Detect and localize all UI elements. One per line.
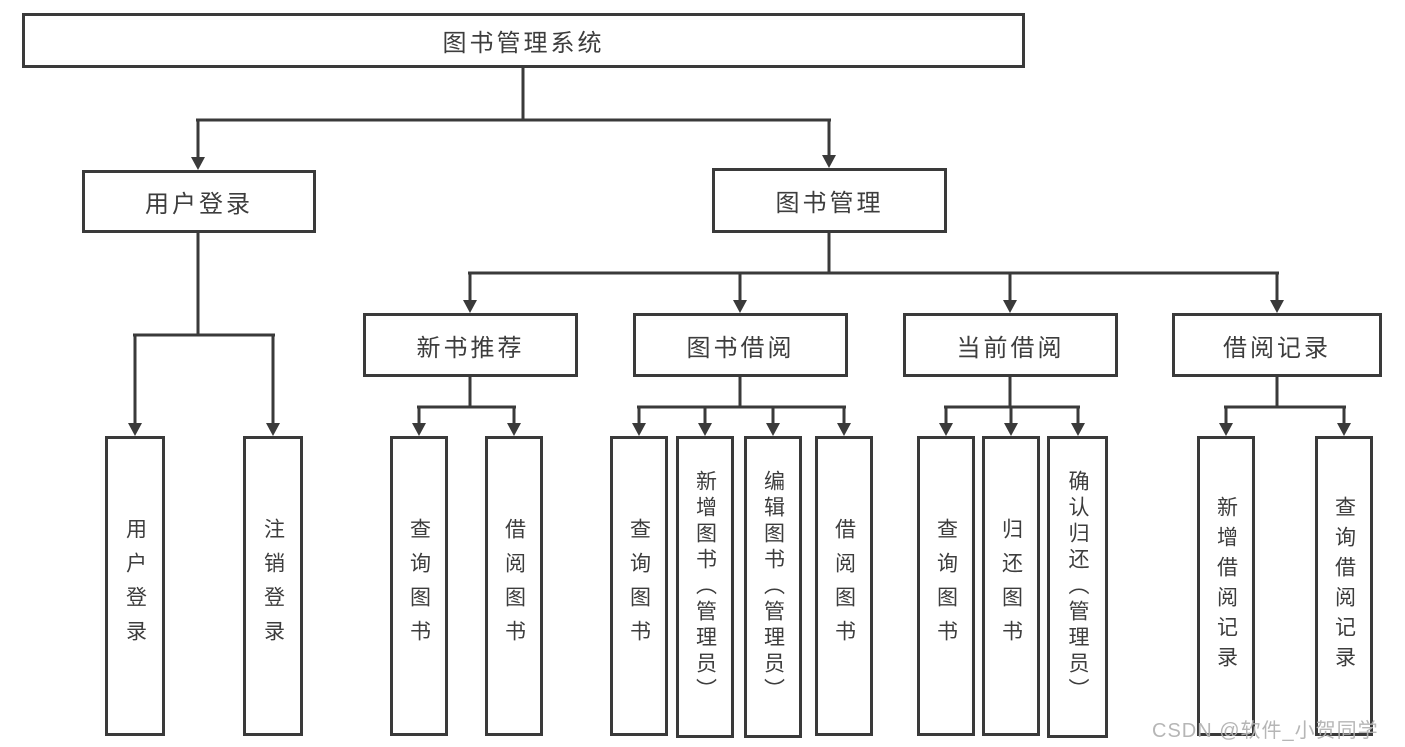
node-label: 图书管理系统 [442, 30, 605, 57]
leaf-add-book-admin: 新增图书（管理员） [676, 436, 734, 738]
node-current-borrowing: 当前借阅 [903, 313, 1118, 377]
node-book-management: 图书管理 [712, 168, 947, 233]
node-label: 新增借阅记录 [1214, 496, 1238, 676]
node-label: 图书管理 [775, 190, 884, 217]
node-label: 查询图书 [407, 518, 431, 654]
csdn-watermark: CSDN @软件_小贺同学 [1152, 720, 1379, 742]
node-label: 当前借阅 [956, 334, 1065, 362]
node-label: 新增图书（管理员） [693, 470, 717, 704]
leaf-user-login: 用户登录 [105, 436, 165, 736]
node-book-borrowing: 图书借阅 [633, 313, 848, 377]
node-label: 归还图书 [999, 518, 1023, 654]
leaf-borrow-book-recommend: 借阅图书 [485, 436, 543, 736]
node-user-login: 用户登录 [82, 170, 316, 233]
node-label: 借阅图书 [502, 518, 526, 654]
node-label: 查询借阅记录 [1332, 496, 1356, 676]
leaf-query-book-current: 查询图书 [917, 436, 975, 736]
leaf-logout-login: 注销登录 [243, 436, 303, 736]
node-label: 用户登录 [123, 518, 147, 654]
node-label: 查询图书 [627, 518, 651, 654]
node-label: 编辑图书（管理员） [761, 470, 785, 704]
leaf-query-borrow-record: 查询借阅记录 [1315, 436, 1373, 736]
node-label: 借阅记录 [1223, 334, 1331, 362]
leaf-borrow-book-borrowing: 借阅图书 [815, 436, 873, 736]
node-label: 借阅图书 [832, 518, 856, 654]
node-label: 用户登录 [145, 191, 253, 218]
node-borrowing-records: 借阅记录 [1172, 313, 1382, 377]
node-label: 图书借阅 [686, 334, 795, 362]
node-label: 注销登录 [261, 518, 285, 654]
leaf-add-borrow-record: 新增借阅记录 [1197, 436, 1255, 736]
node-label: 确认归还（管理员） [1066, 470, 1089, 704]
leaf-query-book-recommend: 查询图书 [390, 436, 448, 736]
leaf-edit-book-admin: 编辑图书（管理员） [744, 436, 802, 738]
node-label: 查询图书 [934, 518, 958, 654]
leaf-return-book: 归还图书 [982, 436, 1040, 736]
leaf-query-book-borrowing: 查询图书 [610, 436, 668, 736]
node-library-management-system: 图书管理系统 [22, 13, 1025, 68]
node-label: 新书推荐 [416, 334, 525, 362]
node-new-book-recommendation: 新书推荐 [363, 313, 578, 377]
leaf-confirm-return-admin: 确认归还（管理员） [1047, 436, 1108, 738]
